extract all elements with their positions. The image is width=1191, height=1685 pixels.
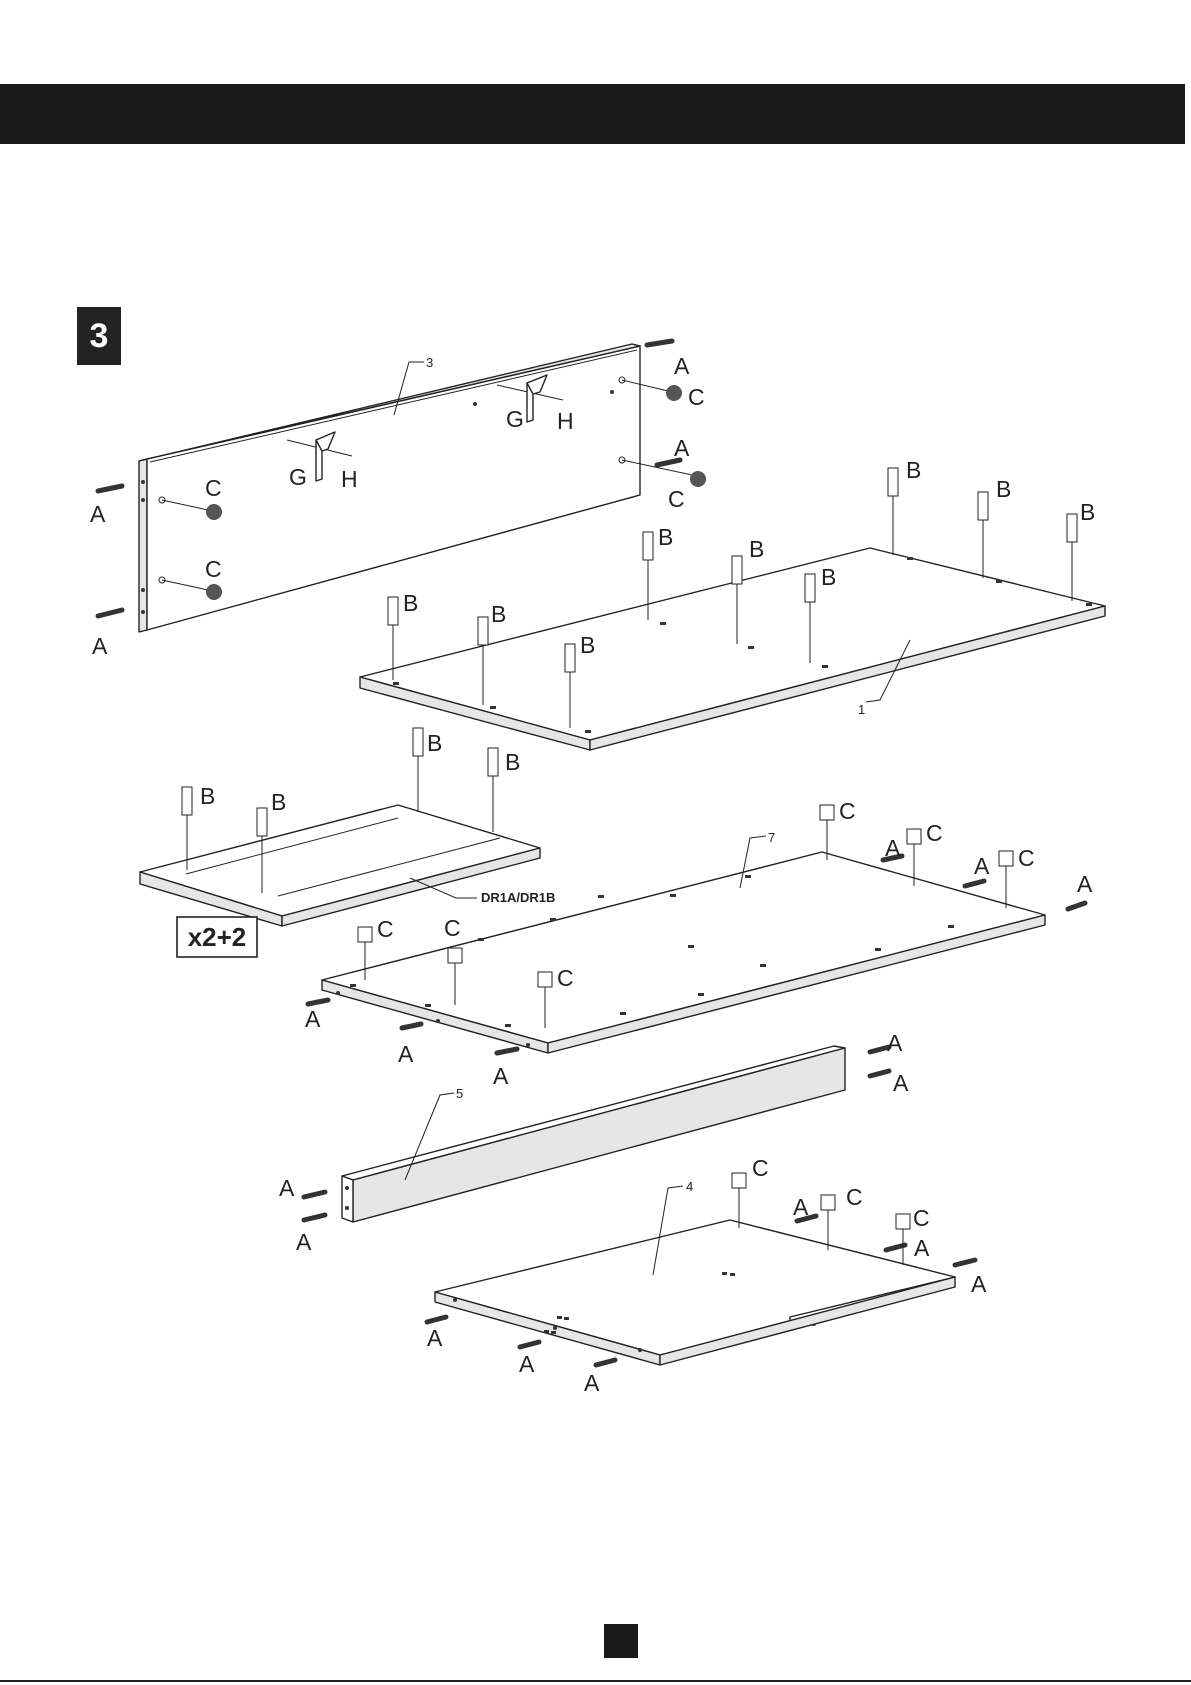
label-a: A (971, 1271, 987, 1297)
label-b: B (906, 457, 921, 483)
drawer-bottom-panel (140, 805, 540, 926)
label-b: B (749, 536, 764, 562)
drawer-part-label: DR1A/DR1B (481, 890, 555, 905)
label-c: C (557, 965, 574, 991)
label-a: A (92, 633, 108, 659)
label-a: A (296, 1229, 312, 1255)
label-b: B (200, 783, 215, 809)
label-b: B (491, 601, 506, 627)
label-c: C (1018, 845, 1035, 871)
label-a: A (674, 435, 690, 461)
label-a: A (974, 853, 990, 879)
label-c: C (668, 486, 685, 512)
label-b: B (505, 749, 520, 775)
label-a: A (893, 1070, 909, 1096)
label-a: A (793, 1194, 809, 1220)
label-b: B (996, 476, 1011, 502)
label-a: A (584, 1370, 600, 1396)
label-c: C (913, 1205, 930, 1231)
label-a: A (885, 835, 901, 861)
label-b: B (271, 789, 286, 815)
label-b: B (658, 524, 673, 550)
label-g: G (506, 406, 524, 432)
label-a: A (305, 1006, 321, 1032)
label-b: B (403, 590, 418, 616)
part-number-5: 5 (456, 1086, 463, 1101)
label-a: A (398, 1041, 414, 1067)
label-h: H (557, 408, 574, 434)
label-c: C (205, 475, 222, 501)
quantity-text: x2+2 (188, 922, 247, 952)
label-a: A (887, 1030, 903, 1056)
page-number-marker (604, 1624, 638, 1658)
label-c: C (377, 916, 394, 942)
label-a: A (914, 1235, 930, 1261)
label-c: C (205, 556, 222, 582)
bottom-rule (0, 1680, 1191, 1682)
quantity-note: x2+2 (177, 917, 257, 957)
label-c: C (752, 1155, 769, 1181)
label-a: A (90, 501, 106, 527)
label-b: B (1080, 499, 1095, 525)
label-b: B (427, 730, 442, 756)
part-number-1: 1 (858, 702, 865, 717)
label-c: C (444, 915, 461, 941)
label-b: B (821, 564, 836, 590)
label-c: C (688, 384, 705, 410)
part-number-7: 7 (768, 830, 775, 845)
panel-4 (435, 1186, 955, 1365)
label-b: B (580, 632, 595, 658)
label-a: A (279, 1175, 295, 1201)
label-a: A (674, 353, 690, 379)
label-c: C (846, 1184, 863, 1210)
part-number-3: 3 (426, 355, 433, 370)
label-g: G (289, 464, 307, 490)
label-a: A (493, 1063, 509, 1089)
label-a: A (1077, 871, 1093, 897)
label-c: C (839, 798, 856, 824)
label-h: H (341, 466, 358, 492)
label-a: A (519, 1351, 535, 1377)
part-number-4: 4 (686, 1179, 693, 1194)
label-c: C (926, 820, 943, 846)
label-a: A (427, 1325, 443, 1351)
panel-5 (342, 1046, 845, 1222)
